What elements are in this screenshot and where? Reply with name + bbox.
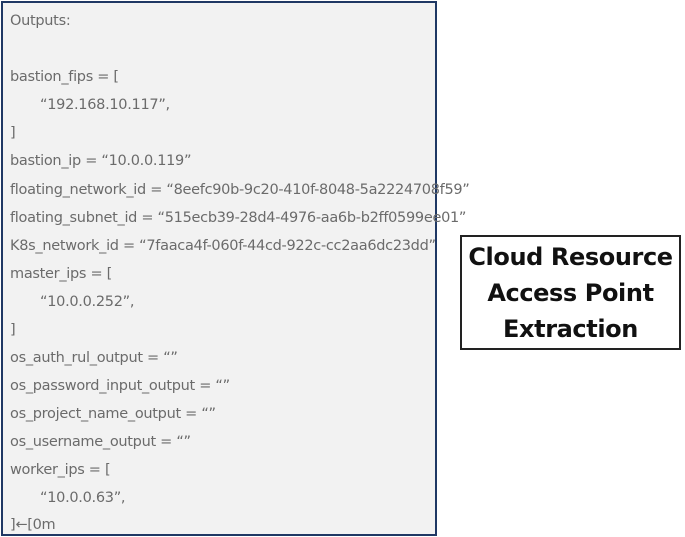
- terminal-line: K8s_network_id = “7faaca4f-060f-44cd-922…: [10, 238, 436, 254]
- terminal-line: floating_subnet_id = “515ecb39-28d4-4976…: [10, 210, 467, 226]
- terminal-line: os_username_output = “”: [10, 434, 191, 450]
- terminal-output-panel: Outputs: bastion_fips = [ “192.168.10.11…: [1, 1, 470, 536]
- caption-title: Cloud Resource Access Point Extraction: [468, 239, 673, 347]
- caption-line: Access Point: [487, 278, 654, 307]
- terminal-line: master_ips = [: [10, 266, 112, 282]
- terminal-line: ]: [10, 322, 16, 338]
- terminal-line: floating_network_id = “8eefc90b-9c20-410…: [10, 182, 470, 198]
- terminal-line: bastion_fips = [: [10, 69, 119, 85]
- terminal-line: “10.0.0.252”,: [40, 294, 135, 310]
- terminal-line: os_project_name_output = “”: [10, 406, 216, 422]
- terminal-line: Outputs:: [10, 13, 71, 29]
- caption-line: Extraction: [503, 314, 638, 343]
- terminal-line: “10.0.0.63”,: [40, 490, 126, 506]
- terminal-line: worker_ips = [: [10, 462, 111, 478]
- caption-box: Cloud Resource Access Point Extraction: [460, 235, 681, 350]
- terminal-line: “192.168.10.117”,: [40, 97, 170, 113]
- terminal-line: bastion_ip = “10.0.0.119”: [10, 153, 192, 169]
- caption-line: Cloud Resource: [468, 242, 673, 271]
- terminal-line: ]: [10, 125, 16, 141]
- terminal-line: ]←[0m: [10, 517, 56, 533]
- terminal-line: os_password_input_output = “”: [10, 378, 230, 394]
- terminal-line: os_auth_rul_output = “”: [10, 350, 178, 366]
